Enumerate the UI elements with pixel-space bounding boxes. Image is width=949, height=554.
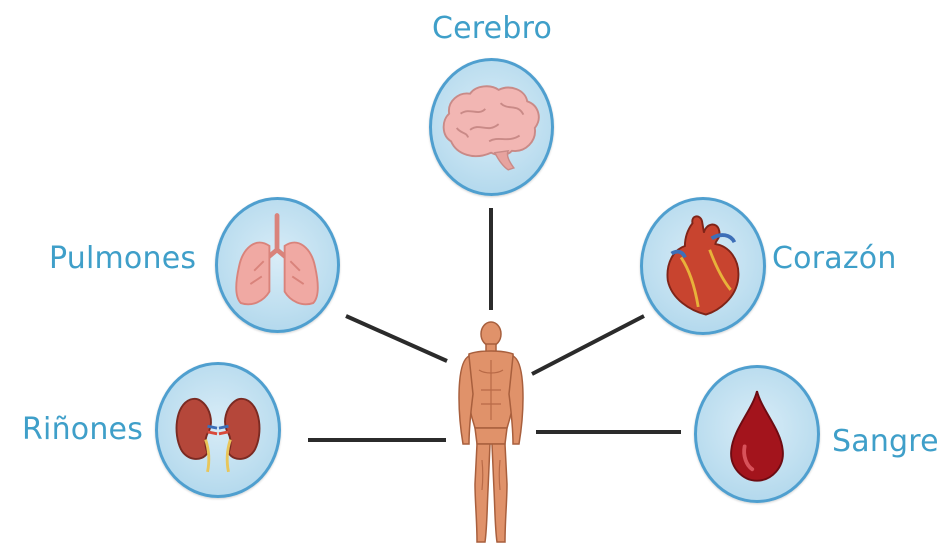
label-brain: Cerebro bbox=[432, 14, 552, 44]
brain-circle bbox=[429, 58, 554, 196]
heart-icon bbox=[643, 200, 763, 332]
connector-heart bbox=[532, 316, 644, 374]
kidneys-icon bbox=[158, 365, 278, 495]
lungs-icon bbox=[218, 200, 337, 330]
label-blood: Sangre bbox=[832, 427, 939, 457]
blood-circle bbox=[694, 365, 820, 503]
kidneys-circle bbox=[155, 362, 281, 498]
brain-icon bbox=[432, 61, 551, 193]
lungs-circle bbox=[215, 197, 340, 333]
heart-circle bbox=[640, 197, 766, 335]
label-kidneys: Riñones bbox=[22, 415, 143, 445]
connector-lungs bbox=[346, 316, 447, 361]
label-heart: Corazón bbox=[772, 244, 897, 274]
label-lungs: Pulmones bbox=[49, 244, 196, 274]
human-body-icon bbox=[455, 320, 527, 550]
blood-drop-icon bbox=[697, 368, 817, 500]
